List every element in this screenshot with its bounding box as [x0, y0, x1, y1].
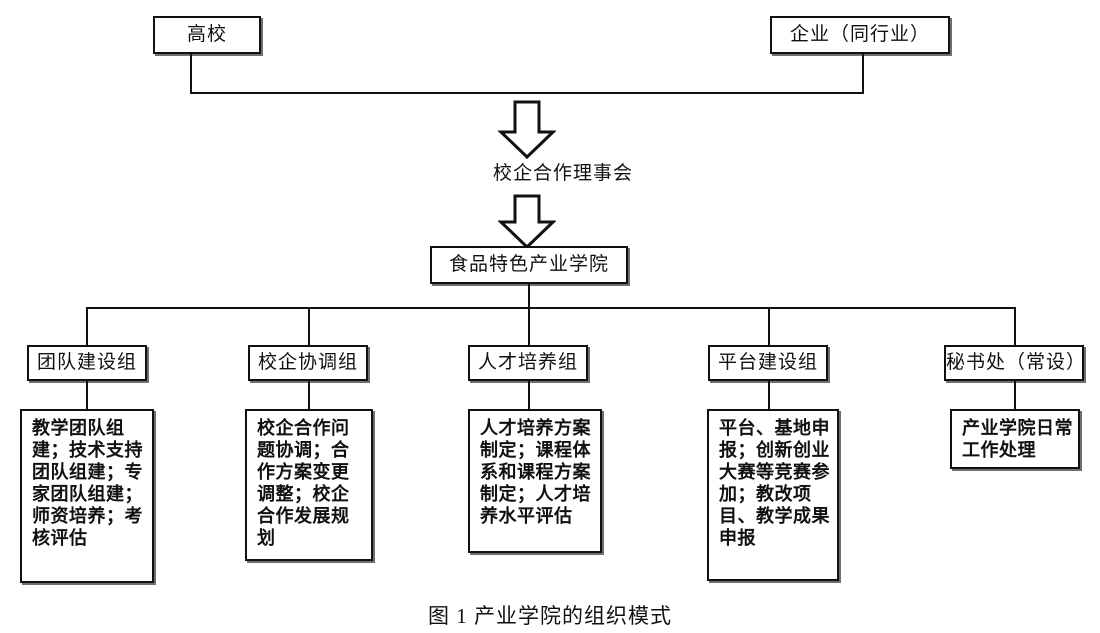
detail-box-secretariat: 产业学院日常工作处理 — [950, 409, 1080, 469]
connector-bus-to-group-1 — [86, 307, 88, 345]
block-arrow-down-icon-council — [498, 100, 556, 160]
detail-text-5: 产业学院日常工作处理 — [962, 418, 1073, 460]
group-header-secretariat: 秘书处（常设） — [944, 345, 1087, 381]
group-header-school-enterprise-coordination: 校企协调组 — [248, 345, 368, 381]
connector-group-3-to-detail — [528, 381, 530, 410]
connector-enterprise-drop — [862, 54, 864, 94]
group-header-label-5: 秘书处（常设） — [946, 352, 1087, 374]
node-council-label: 校企合作理事会 — [492, 163, 633, 184]
group-header-team-building: 团队建设组 — [27, 345, 147, 381]
detail-box-platform-construction: 平台、基地申报；创新创业大赛等竞赛参加；教改项目、教学成果申报 — [707, 409, 839, 581]
group-header-label-2: 校企协调组 — [257, 352, 358, 374]
detail-box-school-enterprise-coordination: 校企合作问题协调；合作方案变更调整；校企合作发展规划 — [245, 409, 373, 561]
connector-bus-to-group-4 — [768, 307, 770, 345]
detail-text-2: 校企合作问题协调；合作方案变更调整；校企合作发展规划 — [257, 418, 350, 548]
node-industry-institute: 食品特色产业学院 — [430, 246, 628, 284]
detail-box-talent-cultivation: 人才培养方案制定；课程体系和课程方案制定；人才培养水平评估 — [468, 409, 602, 553]
detail-text-3: 人才培养方案制定；课程体系和课程方案制定；人才培养水平评估 — [480, 418, 591, 526]
group-header-label-3: 人才培养组 — [477, 352, 578, 374]
connector-bus-to-group-3 — [528, 307, 530, 345]
node-university: 高校 — [153, 16, 261, 54]
connector-bus-to-group-5 — [1014, 307, 1016, 345]
connector-bus-to-group-2 — [308, 307, 310, 345]
connector-group-1-to-detail — [86, 381, 88, 410]
connector-group-4-to-detail — [768, 381, 770, 410]
connector-university-drop — [190, 54, 192, 94]
group-header-label-1: 团队建设组 — [36, 352, 137, 374]
detail-text-1: 教学团队组建；技术支持团队组建；专家团队组建；师资培养；考核评估 — [32, 418, 143, 548]
node-university-label: 高校 — [186, 24, 227, 46]
group-header-label-4: 平台建设组 — [717, 352, 818, 374]
connector-group-5-to-detail — [1014, 381, 1016, 410]
node-enterprise-label: 企业（同行业） — [789, 24, 930, 46]
figure-caption: 图 1 产业学院的组织模式 — [428, 604, 672, 628]
connector-group-2-to-detail — [308, 381, 310, 410]
node-enterprise: 企业（同行业） — [770, 16, 950, 54]
block-arrow-down-icon-institute — [498, 194, 556, 250]
detail-text-4: 平台、基地申报；创新创业大赛等竞赛参加；教改项目、教学成果申报 — [719, 418, 830, 548]
connector-top-bus — [190, 92, 864, 94]
detail-box-team-building: 教学团队组建；技术支持团队组建；专家团队组建；师资培养；考核评估 — [20, 409, 154, 583]
connector-institute-drop — [528, 284, 530, 309]
group-header-talent-cultivation: 人才培养组 — [468, 345, 588, 381]
connector-group-bus — [86, 307, 1016, 309]
node-industry-institute-label: 食品特色产业学院 — [448, 254, 609, 276]
group-header-platform-construction: 平台建设组 — [708, 345, 828, 381]
